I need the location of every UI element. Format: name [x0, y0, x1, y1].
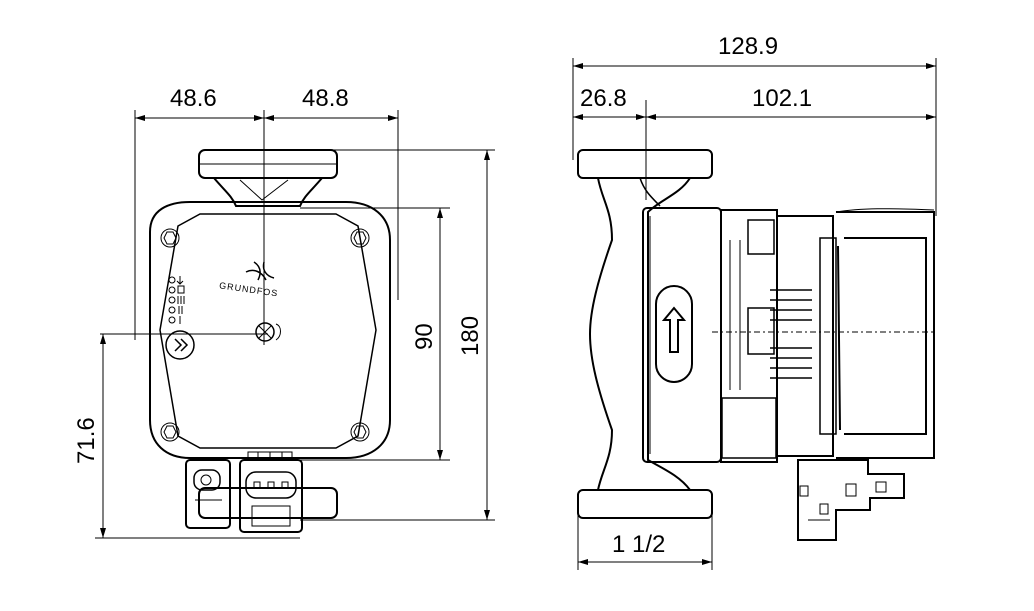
- corner-bolt: [350, 228, 370, 248]
- front-pump-housing: [149, 201, 391, 459]
- brand-name: GRUNDFOS: [219, 280, 279, 298]
- side-view: 128.9 26.8 102.1 1 1/2: [572, 33, 937, 570]
- dim-front-left-width: 48.6: [170, 85, 217, 112]
- front-view: GRUNDFOS: [73, 85, 495, 539]
- flow-arrow-icon: [655, 285, 693, 383]
- dim-side-total-length: 128.9: [718, 33, 778, 60]
- side-stator: [720, 209, 778, 463]
- mode-button: [165, 330, 195, 360]
- front-pump-neck: [213, 177, 323, 207]
- dim-side-flange-offset: 26.8: [580, 85, 627, 112]
- dim-front-right-width: 48.8: [302, 85, 349, 112]
- signal-connector: [239, 451, 303, 533]
- side-end-cap: [836, 211, 935, 459]
- corner-bolt: [160, 228, 180, 248]
- dim-front-center-height: 90: [411, 323, 438, 350]
- dim-side-connection-size: 1 1/2: [612, 531, 665, 558]
- side-volute: [588, 177, 691, 491]
- front-bottom-flange: [198, 487, 338, 519]
- front-cover-plate: [159, 213, 377, 449]
- power-connector: [185, 459, 231, 529]
- dim-front-shaft-height: 71.6: [73, 417, 100, 464]
- side-bottom-flange: [577, 489, 713, 519]
- brand-logo-icon: [245, 261, 275, 281]
- vent-screw-icon: [255, 322, 281, 342]
- corner-bolt: [350, 422, 370, 442]
- dim-front-total-height: 180: [457, 316, 484, 356]
- side-top-flange: [577, 149, 713, 179]
- dim-side-motor-length: 102.1: [752, 85, 812, 112]
- corner-bolt: [160, 422, 180, 442]
- side-connector-block: [797, 459, 905, 541]
- indicator-leds: [168, 276, 185, 324]
- side-motor-housing: [642, 207, 722, 463]
